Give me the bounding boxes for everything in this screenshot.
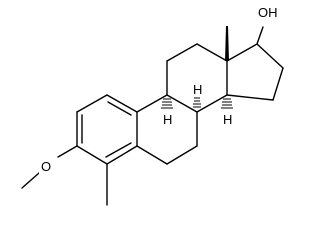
- c17-oh-bond: [256, 26, 264, 45]
- methoxy-oxygen-label: O: [41, 159, 51, 174]
- ring-a-aromatic: [76, 94, 138, 165]
- ring-d: [226, 43, 284, 101]
- h9-hash-bond: [161, 98, 173, 109]
- h8-hash-bond: [193, 97, 201, 108]
- h14-hash-bond: [221, 98, 233, 109]
- h8-label: H: [193, 82, 202, 97]
- ring-c: [166, 43, 228, 113]
- hydroxyl-label: OH: [258, 5, 278, 20]
- steroid-structure-diagram: OH O H H H: [21, 5, 284, 206]
- ring-b: [136, 94, 198, 165]
- c13-methyl-wedge: [225, 26, 229, 61]
- h14-label: H: [223, 112, 232, 127]
- h9-label: H: [163, 112, 172, 127]
- methoxy-group: [21, 145, 78, 189]
